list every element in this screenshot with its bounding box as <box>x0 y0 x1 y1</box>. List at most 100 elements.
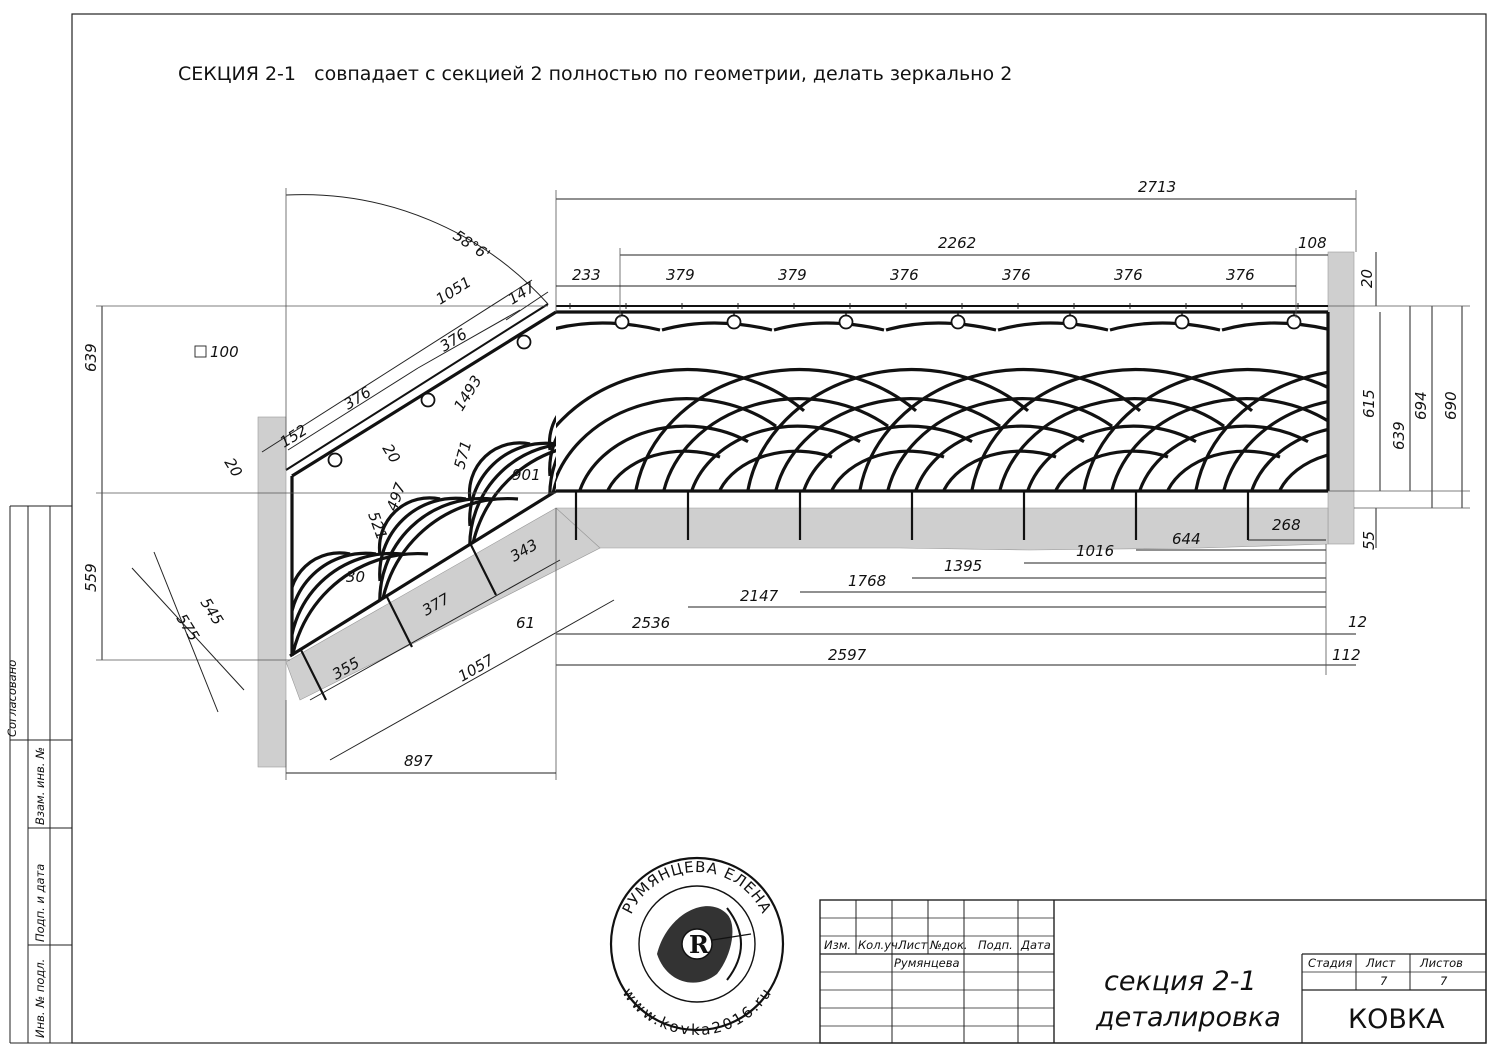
ornament-arc <box>1250 427 1328 490</box>
angle-label: 58°6' <box>450 226 493 263</box>
ornament-arc <box>718 449 833 490</box>
dim-2147: 2147 <box>740 587 779 605</box>
tb-organization: КОВКА <box>1348 1004 1445 1035</box>
dim-r-20: 20 <box>1358 269 1376 288</box>
tb-h-list: Лист <box>897 938 927 952</box>
ornament-arc <box>858 368 1142 490</box>
post <box>385 594 413 648</box>
ornament-arc <box>802 424 973 490</box>
dim-521: 521 <box>364 509 391 542</box>
ornament-arc <box>578 424 749 490</box>
ornament-cap <box>1109 321 1221 332</box>
ornament-arc <box>1278 453 1328 490</box>
dim-147: 147 <box>505 278 539 309</box>
ornament-arc <box>690 424 861 490</box>
side-col1: Взам. инв. № <box>33 747 47 825</box>
ornament-arc <box>292 551 351 611</box>
dim-r-690: 690 <box>1442 391 1460 420</box>
dim-2597: 2597 <box>828 646 867 664</box>
tb-stage-label: Стадия <box>1308 956 1352 970</box>
dim-l-559: 559 <box>82 563 100 592</box>
dim-r-694: 694 <box>1412 391 1430 420</box>
ornament-cap <box>885 321 997 332</box>
ornament-arc <box>548 391 556 477</box>
seg-1: 379 <box>666 266 695 284</box>
ring <box>726 314 742 330</box>
ornament-arc <box>378 496 467 582</box>
rail-ticks <box>569 303 1299 309</box>
ornament-arc <box>914 424 1085 490</box>
bow-icon <box>726 907 742 981</box>
tb-name-1: секция 2-1 <box>1104 966 1257 997</box>
page-title: СЕКЦИЯ 2-1 совпадает с секцией 2 полност… <box>178 63 1012 85</box>
dim-571: 571 <box>450 439 475 471</box>
tb-h-podp: Подп. <box>978 938 1013 952</box>
seg-5: 376 <box>1114 266 1143 284</box>
ornament-arc <box>606 449 721 490</box>
seg-2: 379 <box>778 266 807 284</box>
dimension-lines <box>96 188 1470 780</box>
ornament-arc <box>1194 370 1328 490</box>
dim-l-639: 639 <box>82 343 100 372</box>
ornament-arc <box>378 496 493 608</box>
ring <box>420 392 436 408</box>
dim-2262: 2262 <box>938 234 976 252</box>
dim-268: 268 <box>1272 516 1301 534</box>
ring <box>1174 314 1190 330</box>
side-agreed: Согласовано <box>5 660 19 737</box>
ring <box>327 452 343 468</box>
ornament-cap <box>997 321 1109 332</box>
tb-h-koluch: Кол.уч. <box>858 938 901 952</box>
dim-12: 12 <box>1348 613 1367 631</box>
tb-h-ndok: №док. <box>929 938 968 952</box>
tb-sheet-value: 7 <box>1380 974 1388 988</box>
dim-112: 112 <box>1332 646 1361 664</box>
dim-1395: 1395 <box>944 557 982 575</box>
post <box>469 542 497 596</box>
dim-376b: 376 <box>341 383 375 413</box>
ring <box>1062 314 1078 330</box>
dim-1493: 1493 <box>450 372 486 414</box>
logo-letter: R <box>689 930 710 959</box>
ring <box>516 334 532 350</box>
ornament-cap <box>661 321 773 332</box>
ornament-arc <box>556 368 806 429</box>
ornament-arc <box>1082 368 1328 490</box>
ornament-arc <box>1026 424 1197 490</box>
ornament-cap <box>556 321 661 332</box>
dim-61: 61 <box>516 614 535 632</box>
dim-2536: 2536 <box>632 614 670 632</box>
tb-h-data: Дата <box>1020 938 1051 952</box>
dim-1016: 1016 <box>1076 542 1114 560</box>
square-label: 100 <box>210 343 239 361</box>
ornament-cap <box>773 321 885 332</box>
wall-fills <box>257 251 1355 768</box>
ornament-arc <box>377 496 441 556</box>
ornament-arc <box>467 441 531 501</box>
dim-r-615: 615 <box>1360 389 1378 418</box>
seg-4: 376 <box>1002 266 1031 284</box>
tb-sheets-label: Листов <box>1419 956 1463 970</box>
horizontal-ornament <box>556 321 1328 490</box>
square-marker <box>194 345 207 358</box>
ornament-cap <box>1221 321 1328 332</box>
posts <box>299 491 1250 701</box>
dim-30: 30 <box>346 568 365 586</box>
dim-108: 108 <box>1298 234 1327 252</box>
ornament-arc <box>830 449 945 490</box>
rings <box>327 312 1302 468</box>
ornament-arc <box>292 551 403 654</box>
ornament-arc <box>547 391 556 451</box>
dim-2713: 2713 <box>1138 178 1176 196</box>
ornament-arc <box>1054 449 1169 490</box>
tb-sheets-value: 7 <box>1440 974 1448 988</box>
dim-545: 545 <box>197 595 227 629</box>
tb-sheet-label: Лист <box>1365 956 1395 970</box>
ornament-arc <box>468 441 556 553</box>
side-col2: Подп. и дата <box>33 864 47 942</box>
dim-1051: 1051 <box>433 273 475 309</box>
tb-name-2: деталировка <box>1095 1002 1281 1033</box>
ornament-arc <box>548 391 556 503</box>
ring <box>950 314 966 330</box>
